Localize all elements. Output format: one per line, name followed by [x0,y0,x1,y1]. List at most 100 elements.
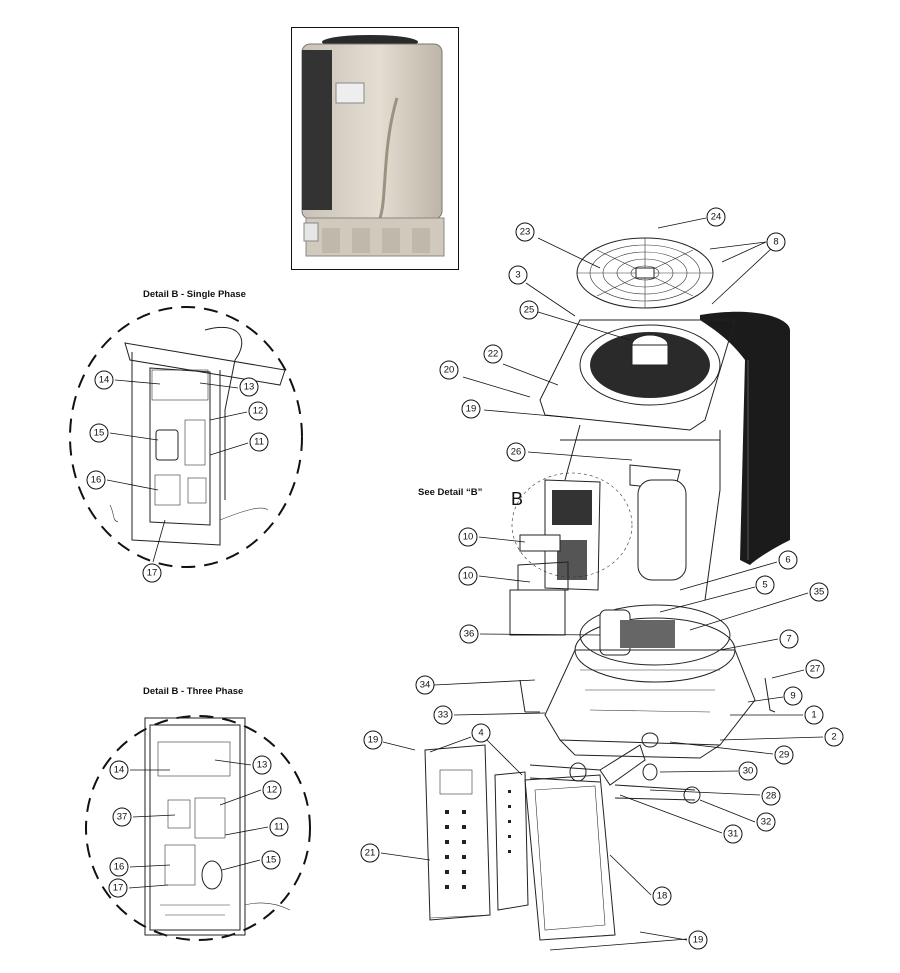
svg-text:22: 22 [488,349,499,360]
callout-19-upper: 19 [461,399,481,419]
svg-text:17: 17 [113,883,124,894]
three-callout-16: 16 [109,857,129,877]
caption-single-phase: Detail B - Single Phase [143,289,246,300]
callout-36: 36 [459,624,479,644]
svg-text:14: 14 [99,375,110,386]
leader-lines [106,217,824,951]
svg-text:32: 32 [761,817,772,828]
callout-4: 4 [471,723,491,743]
callout-22: 22 [483,344,503,364]
svg-text:10: 10 [463,571,474,582]
svg-text:3: 3 [515,270,520,281]
three-callout-13: 13 [252,755,272,775]
callouts: 24 8 23 3 25 22 20 19 26 10 10 6 5 35 36… [86,207,844,950]
svg-text:13: 13 [244,382,255,393]
callout-31: 31 [723,824,743,844]
callout-24: 24 [706,207,726,227]
single-phase-dashed-circle [69,306,303,568]
callout-23: 23 [515,222,535,242]
single-callout-16: 16 [86,470,106,490]
svg-text:12: 12 [253,406,264,417]
svg-text:17: 17 [147,568,158,579]
three-callout-15: 15 [261,850,281,870]
callout-7: 7 [779,629,799,649]
callout-8: 8 [766,232,786,252]
svg-text:7: 7 [786,634,791,645]
svg-text:15: 15 [266,855,277,866]
callout-5: 5 [755,575,775,595]
svg-text:10: 10 [463,532,474,543]
svg-text:11: 11 [274,822,284,833]
callout-28: 28 [761,786,781,806]
three-callout-12: 12 [262,780,282,800]
svg-text:27: 27 [810,664,821,675]
three-phase-dashed-circle [85,715,311,941]
svg-text:12: 12 [267,785,278,796]
caption-see-detail: See Detail “B” [418,487,483,498]
callout-26: 26 [506,442,526,462]
callout-1: 1 [804,705,824,725]
svg-text:28: 28 [766,791,777,802]
three-callout-11: 11 [269,817,289,837]
svg-text:21: 21 [365,848,376,859]
callout-21: 21 [360,843,380,863]
callout-33: 33 [433,705,453,725]
three-phase-detail [85,715,311,941]
svg-text:26: 26 [511,447,522,458]
single-callout-14: 14 [94,370,114,390]
svg-text:11: 11 [254,437,264,448]
callout-19-bottom: 19 [688,930,708,950]
svg-text:19: 19 [693,935,704,946]
callout-10-lower: 10 [458,566,478,586]
main-exploded-view [424,237,790,941]
svg-text:19: 19 [466,404,477,415]
svg-text:33: 33 [438,710,449,721]
callout-27: 27 [805,659,825,679]
svg-text:4: 4 [478,728,483,739]
svg-text:35: 35 [814,587,825,598]
svg-text:36: 36 [464,629,475,640]
callout-35: 35 [809,582,829,602]
svg-text:19: 19 [368,735,379,746]
svg-text:2: 2 [831,732,836,743]
svg-text:1: 1 [811,710,816,721]
svg-text:14: 14 [114,765,125,776]
heat-pump-photo-icon [301,35,445,257]
callout-3: 3 [508,265,528,285]
svg-text:16: 16 [91,475,102,486]
callout-34: 34 [415,675,435,695]
product-photo-frame [291,27,459,270]
callout-20: 20 [439,360,459,380]
rear-panel [524,774,616,941]
svg-text:24: 24 [711,212,722,223]
detail-b-region [511,472,633,578]
callout-9: 9 [783,686,803,706]
svg-text:6: 6 [785,555,790,566]
callout-32: 32 [756,812,776,832]
single-callout-17: 17 [142,563,162,583]
svg-text:25: 25 [524,305,535,316]
base-pan [544,649,756,746]
svg-text:18: 18 [657,891,668,902]
callout-29: 29 [774,745,794,765]
svg-text:8: 8 [773,237,778,248]
three-callout-14: 14 [109,760,129,780]
front-panel [424,744,491,921]
svg-text:5: 5 [762,580,767,591]
detail-b-marker: B [511,489,523,509]
callout-30: 30 [738,761,758,781]
single-callout-12: 12 [248,401,268,421]
svg-text:13: 13 [257,760,268,771]
callout-2: 2 [824,727,844,747]
single-callout-13: 13 [239,377,259,397]
callout-25: 25 [519,300,539,320]
svg-text:23: 23 [520,227,531,238]
svg-text:16: 16 [114,862,125,873]
three-callout-17: 17 [108,878,128,898]
three-callout-37: 37 [112,807,132,827]
single-callout-15: 15 [89,423,109,443]
svg-text:20: 20 [444,365,455,376]
svg-text:30: 30 [743,766,754,777]
